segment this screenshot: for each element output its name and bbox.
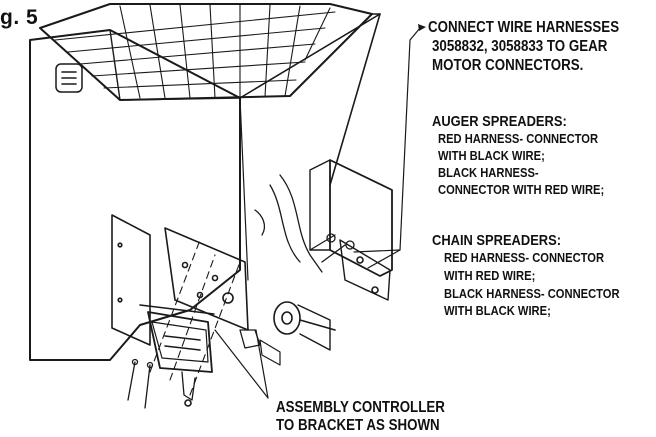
- chain-line-2: WITH RED WIRE;: [444, 268, 536, 283]
- assembly-note-line-2: TO BRACKET AS SHOWN: [276, 417, 440, 434]
- hopper-panel: [29, 13, 381, 361]
- auger-heading: AUGER SPREADERS:: [432, 113, 567, 130]
- mounting-bracket: [111, 214, 151, 346]
- connect-note-line-1: CONNECT WIRE HARNESSES: [428, 19, 620, 36]
- assembly-note-line-1: ASSEMBLY CONTROLLER: [276, 399, 445, 416]
- gear-motor-housing: [309, 159, 393, 301]
- chain-line-4: WITH BLACK WIRE;: [444, 303, 551, 318]
- chain-line-3: BLACK HARNESS- CONNECTOR: [444, 286, 620, 301]
- controller-unit: [139, 304, 215, 407]
- arrow-head: [418, 24, 426, 31]
- connect-note-line-2: 3058832, 3058833 TO GEAR: [432, 38, 608, 55]
- mounting-screws: [127, 358, 154, 409]
- chain-line-1: RED HARNESS- CONNECTOR: [444, 250, 605, 265]
- auger-line-1: RED HARNESS- CONNECTOR: [438, 131, 599, 146]
- drive-motor: [259, 301, 336, 366]
- logo-plate: [55, 63, 83, 93]
- alignment-lines: [149, 239, 241, 396]
- connect-note-line-3: MOTOR CONNECTORS.: [432, 57, 584, 74]
- leader-lines: [214, 27, 421, 399]
- top-grate: [39, 3, 373, 101]
- auger-line-3: BLACK HARNESS-: [438, 165, 539, 180]
- chain-heading: CHAIN SPREADERS:: [432, 232, 562, 249]
- wire-harness: [239, 174, 355, 349]
- auger-line-2: WITH BLACK WIRE;: [438, 148, 545, 163]
- figure-label: g. 5: [0, 6, 39, 29]
- auger-line-4: CONNECTOR WITH RED WIRE;: [438, 182, 605, 197]
